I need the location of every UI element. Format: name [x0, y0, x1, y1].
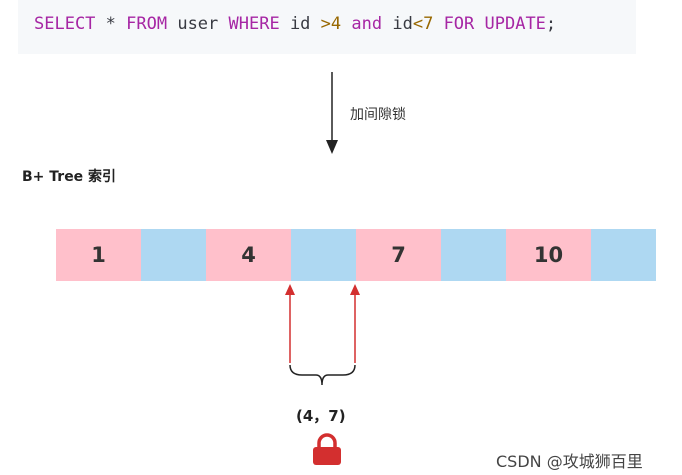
lock-icon — [313, 433, 341, 465]
sql-token: FOR UPDATE — [443, 14, 546, 34]
index-record-cell: 10 — [506, 229, 591, 281]
sql-token: id — [279, 14, 321, 34]
sql-token: ; — [545, 14, 557, 34]
sql-token: WHERE — [228, 14, 280, 34]
sql-token — [341, 14, 351, 34]
gap-pointer-arrows — [285, 284, 360, 386]
sql-statement: SELECT * FROM user WHERE id >4 and id<7 … — [34, 14, 556, 34]
index-bar: 1 4 7 10 — [56, 229, 658, 281]
watermark: CSDN @攻城狮百里 — [496, 452, 643, 471]
index-record-cell: 7 — [356, 229, 441, 281]
index-gap-cell — [141, 229, 206, 281]
sql-token: * — [95, 14, 127, 34]
sql-token: user — [167, 14, 229, 34]
sql-token: FROM — [126, 14, 168, 34]
sql-token: and — [351, 14, 383, 34]
index-gap-cell — [291, 229, 356, 281]
sql-token: SELECT — [34, 14, 96, 34]
index-record-cell: 1 — [56, 229, 141, 281]
sql-token: id — [382, 14, 413, 34]
sql-token — [433, 14, 443, 34]
down-arrow-icon — [326, 72, 338, 154]
range-label: (4，7) — [296, 407, 346, 425]
tree-title: B+ Tree 索引 — [22, 169, 117, 185]
sql-code-box: SELECT * FROM user WHERE id >4 and id<7 … — [18, 0, 636, 54]
range-brace-icon — [289, 364, 356, 386]
sql-token: <7 — [412, 14, 434, 34]
index-gap-cell — [591, 229, 656, 281]
gap-lock-label: 加间隙锁 — [350, 107, 406, 123]
index-record-cell: 4 — [206, 229, 291, 281]
sql-token: >4 — [320, 14, 342, 34]
index-gap-cell — [441, 229, 506, 281]
